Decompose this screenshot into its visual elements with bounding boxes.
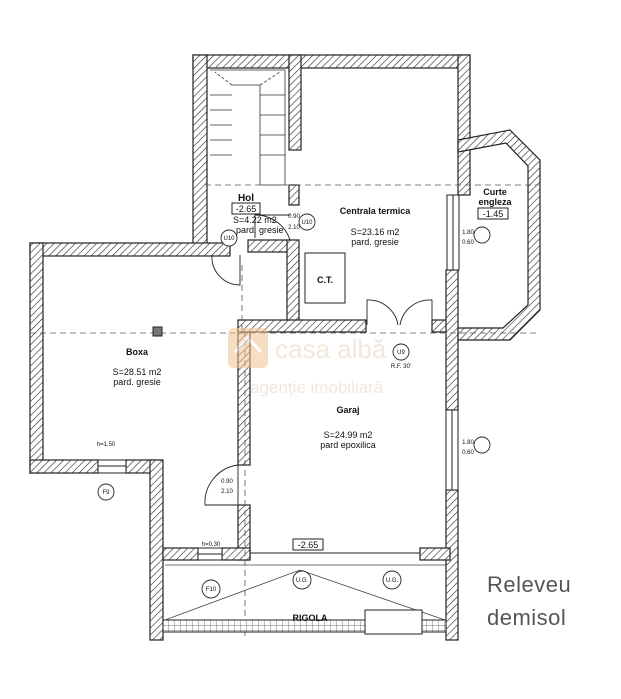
hol-name: Hol xyxy=(238,193,254,204)
fire-rating: R.F. 30' xyxy=(391,364,411,370)
dim-window-sill: 0.60 xyxy=(462,240,474,246)
rigola-level: -2.65 xyxy=(298,540,319,550)
boxa-name: Boxa xyxy=(126,347,149,357)
watermark: casa albă agenție imobiliară xyxy=(228,328,387,397)
dim-window-width: 1.80 xyxy=(462,230,474,236)
tag-f9: F9 xyxy=(102,490,110,496)
walls xyxy=(29,54,541,641)
staircase xyxy=(210,69,286,186)
window-height-f9: h=1.50 xyxy=(97,442,116,448)
dim-door-height-garaj: 2.10 xyxy=(221,489,233,495)
garaj-floor: pard epoxilica xyxy=(320,440,376,450)
dim-door-width-garaj: 0.90 xyxy=(221,479,233,485)
tag-u10b: U10 xyxy=(301,220,313,226)
rigola xyxy=(162,564,447,635)
tag-markers xyxy=(97,213,491,599)
centrala-floor: pard. gresie xyxy=(351,237,399,247)
hol-level: -2.65 xyxy=(236,204,257,214)
tag-u9: U9 xyxy=(397,350,405,356)
doors xyxy=(204,214,433,506)
column-marker xyxy=(152,326,163,337)
windows xyxy=(97,194,460,561)
caption-line-1: Releveu xyxy=(487,572,572,597)
dim-door-height: 2.10 xyxy=(288,225,300,231)
hol-area: S=4.22 m2 xyxy=(233,215,277,225)
curte-level: -1.45 xyxy=(483,209,504,219)
curte-name-2: engleza xyxy=(478,197,512,207)
tag-ug-1: U.G. xyxy=(296,578,309,584)
boiler-box xyxy=(304,252,346,304)
boxa-floor: pard. gresie xyxy=(113,377,161,387)
dim-window-width-2: 1.80 xyxy=(462,440,474,446)
rigola-name: RIGOLA xyxy=(293,613,328,623)
window-height-f10: h=0.30 xyxy=(202,542,221,548)
tag-ug-2: U.G. xyxy=(386,578,399,584)
tag-u10: U10 xyxy=(223,236,235,242)
watermark-tagline: agenție imobiliară xyxy=(250,378,384,397)
centrala-name: Centrala termica xyxy=(340,206,412,216)
dim-door-width: 0.90 xyxy=(288,214,300,220)
garaj-name: Garaj xyxy=(336,405,359,415)
caption-line-2: demisol xyxy=(487,605,567,630)
section-lines xyxy=(30,184,540,640)
tag-f10: F10 xyxy=(206,587,217,593)
centrala-area: S=23.16 m2 xyxy=(351,227,400,237)
dim-window-sill-2: 0.60 xyxy=(462,450,474,456)
watermark-brand: casa albă xyxy=(275,334,387,364)
boxa-area: S=28.51 m2 xyxy=(113,367,162,377)
hol-floor: pard. gresie xyxy=(236,225,284,235)
curte-name-1: Curte xyxy=(483,187,507,197)
garaj-area: S=24.99 m2 xyxy=(324,430,373,440)
ct-label: C.T. xyxy=(317,275,333,285)
